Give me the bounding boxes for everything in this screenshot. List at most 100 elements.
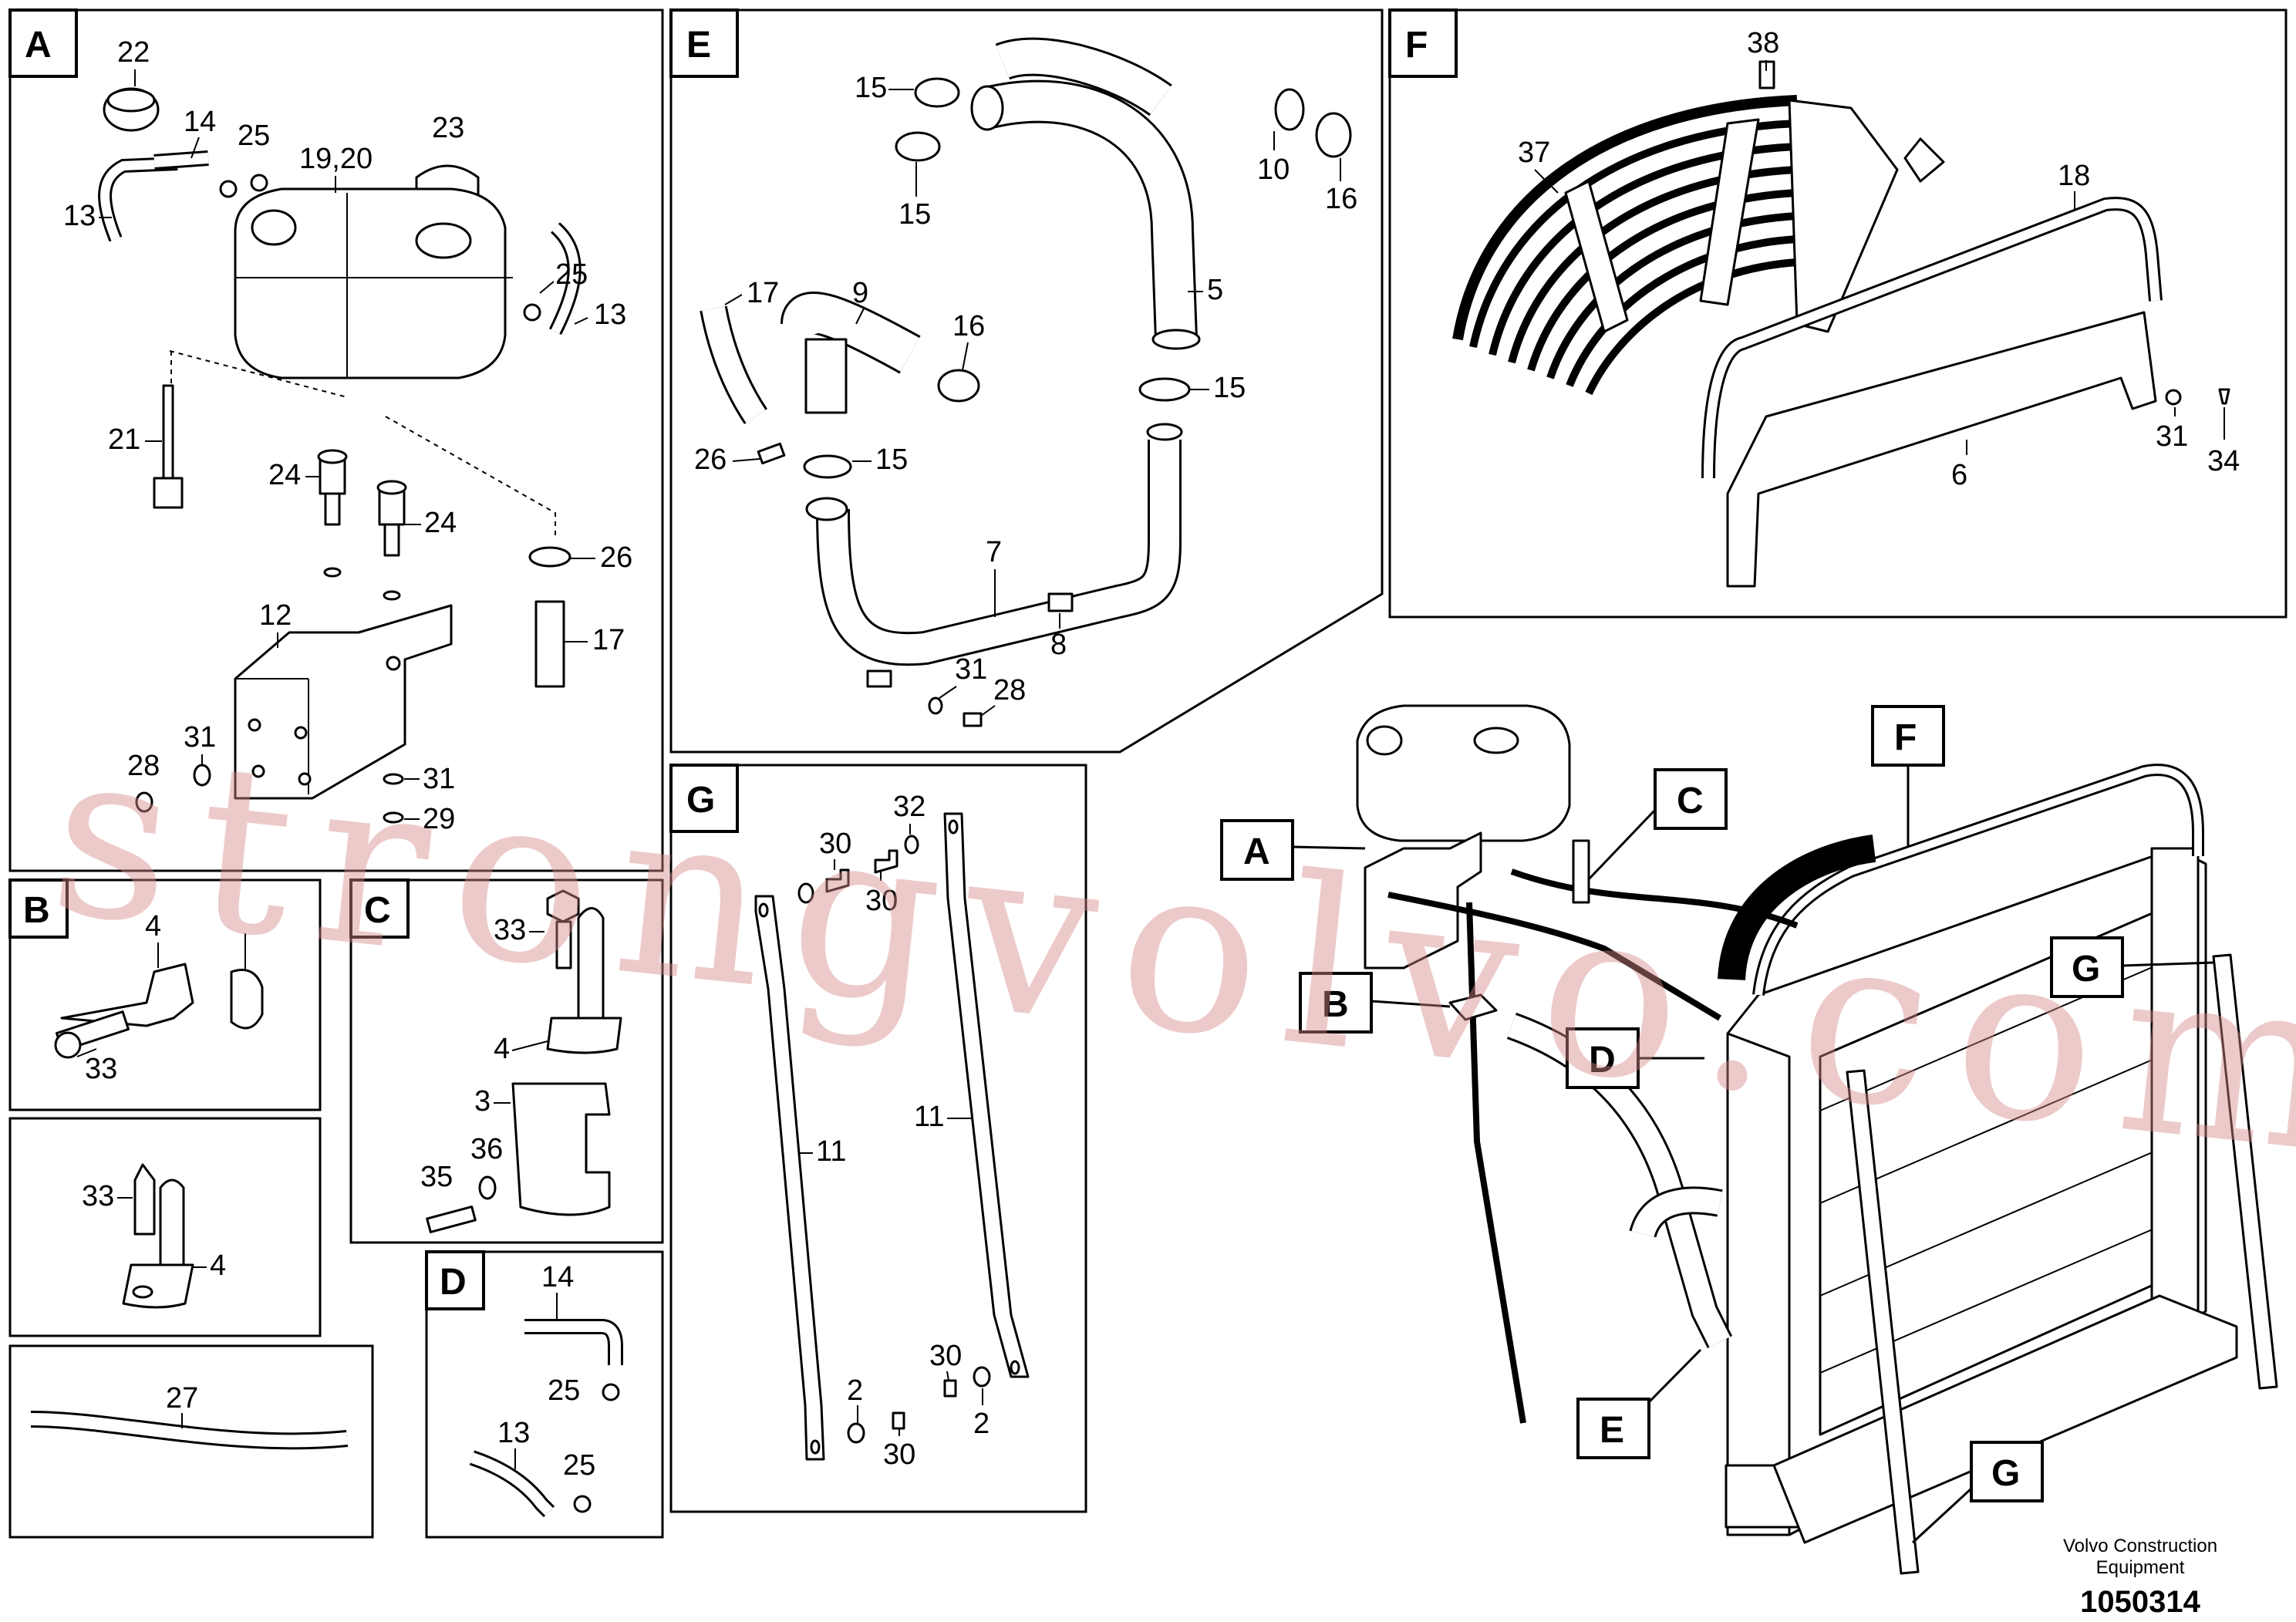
panel-c: C 33 4 3 36 35 [349,878,664,1244]
panel-a: A [8,8,664,872]
label-14-d: 14 [541,1261,574,1293]
label-7: 7 [986,536,1002,568]
label-5: 5 [1207,274,1223,306]
label-30-g3: 30 [929,1340,962,1372]
label-16-e1: 16 [1325,183,1357,215]
label-26: 26 [600,541,632,574]
label-24-b: 24 [424,507,457,539]
label-29: 29 [423,803,455,835]
brand-line-1: Volvo Construction [2063,1536,2217,1556]
label-8: 8 [1050,629,1067,661]
label-11-right: 11 [914,1101,944,1133]
label-24: 24 [268,459,301,491]
panel-b-2: 33 4 [8,1117,322,1337]
label-15-e2: 15 [899,198,931,231]
label-13-d: 13 [497,1417,530,1449]
label-2-g2: 2 [973,1408,990,1440]
strut-11-right [943,812,1030,1378]
panel-d: D 14 25 13 25 [425,1250,664,1539]
label-6: 6 [1951,459,1967,491]
label-21: 21 [108,423,140,456]
label-37: 37 [1518,137,1550,169]
callout-c-box [1654,768,1728,830]
label-22: 22 [117,36,150,69]
callout-c: C [1677,781,1704,821]
bracket-4-c [546,1017,622,1054]
panel-e: E 15 15 [669,8,1384,754]
callout-a: A [1243,831,1270,872]
panel-d-tag: D [440,1262,467,1303]
label-38: 38 [1747,27,1779,59]
label-27: 27 [166,1382,198,1415]
bracket-12 [234,604,453,800]
label-30-g4: 30 [883,1438,915,1471]
label-33-b2: 33 [82,1180,114,1212]
bracket-3 [511,1082,611,1216]
label-31-e: 31 [955,653,987,686]
cover-plate-6 [1726,311,2157,588]
panel-b: B 4 33 [8,878,322,1111]
label-15-e3: 15 [1213,372,1246,404]
callout-g2: G [1991,1453,2020,1494]
panel-c-tag: C [364,890,391,931]
callout-g1-box [2050,936,2124,998]
label-23: 23 [432,112,464,144]
panel-f: F 38 37 18 31 34 [1388,8,2288,619]
callout-f: F [1894,717,1917,758]
label-26-e: 26 [694,443,727,476]
label-36: 36 [470,1133,503,1165]
strut-11-left [754,895,825,1461]
label-35: 35 [420,1161,453,1193]
label-31: 31 [184,721,216,754]
label-15-e1: 15 [855,72,887,104]
panel-e-tag: E [686,25,711,66]
callout-f-box [1871,705,1945,767]
label-10: 10 [1257,153,1290,186]
label-33-c: 33 [494,914,526,946]
label-16-e2: 16 [952,310,985,342]
label-13-b: 13 [594,298,626,331]
label-11-left: 11 [816,1135,846,1168]
label-25: 25 [238,120,270,152]
label-25-b: 25 [555,258,588,291]
label-4: 4 [145,910,161,943]
overview-assembly [1356,704,2278,1575]
callout-g2-box [1970,1441,2044,1502]
label-4-b2: 4 [210,1249,226,1282]
footer: Volvo Construction Equipment 1050314 [2063,1536,2217,1619]
callout-b-box [1299,972,1373,1034]
callout-d: D [1589,1040,1616,1081]
label-17: 17 [592,624,625,656]
label-14: 14 [184,106,216,138]
label-30-g1: 30 [819,828,851,860]
label-34: 34 [2207,445,2240,477]
panel-g: G 32 30 30 11 11 30 2 2 30 [669,764,1087,1513]
label-17-e: 17 [747,277,779,309]
label-15-e4: 15 [875,443,908,476]
panel-f-tag: F [1405,25,1428,66]
panel-hose-27: 27 [8,1344,374,1539]
bracket-4 [60,963,194,1027]
label-2-g1: 2 [847,1374,863,1407]
label-25-d: 25 [548,1374,580,1407]
callout-b: B [1322,984,1349,1025]
callout-e: E [1600,1410,1624,1451]
label-18: 18 [2058,160,2090,192]
label-32: 32 [893,791,925,823]
callouts: A B C D E F G G [1220,705,2214,1544]
label-28: 28 [127,750,160,782]
callout-g1: G [2072,949,2100,990]
panel-a-tag: A [25,25,52,66]
fan-shroud-37 [1452,95,1945,396]
label-31-b: 31 [423,763,455,795]
drawing-number: 1050314 [2080,1585,2200,1619]
label-4-c: 4 [494,1033,510,1065]
label-9: 9 [852,277,868,309]
label-25-d-b: 25 [563,1449,595,1482]
callout-e-box [1576,1398,1650,1459]
callout-a-box [1220,819,1294,881]
label-13: 13 [63,200,96,232]
label-31-f: 31 [2156,420,2188,453]
bracket-4-b [122,1263,194,1309]
